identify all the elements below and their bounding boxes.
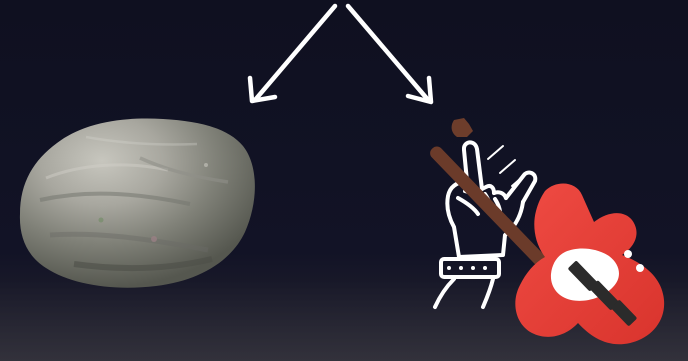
fork-arrows	[250, 6, 431, 102]
left-arrow	[255, 6, 335, 100]
rock-image	[20, 119, 255, 288]
right-arrow	[348, 6, 429, 101]
